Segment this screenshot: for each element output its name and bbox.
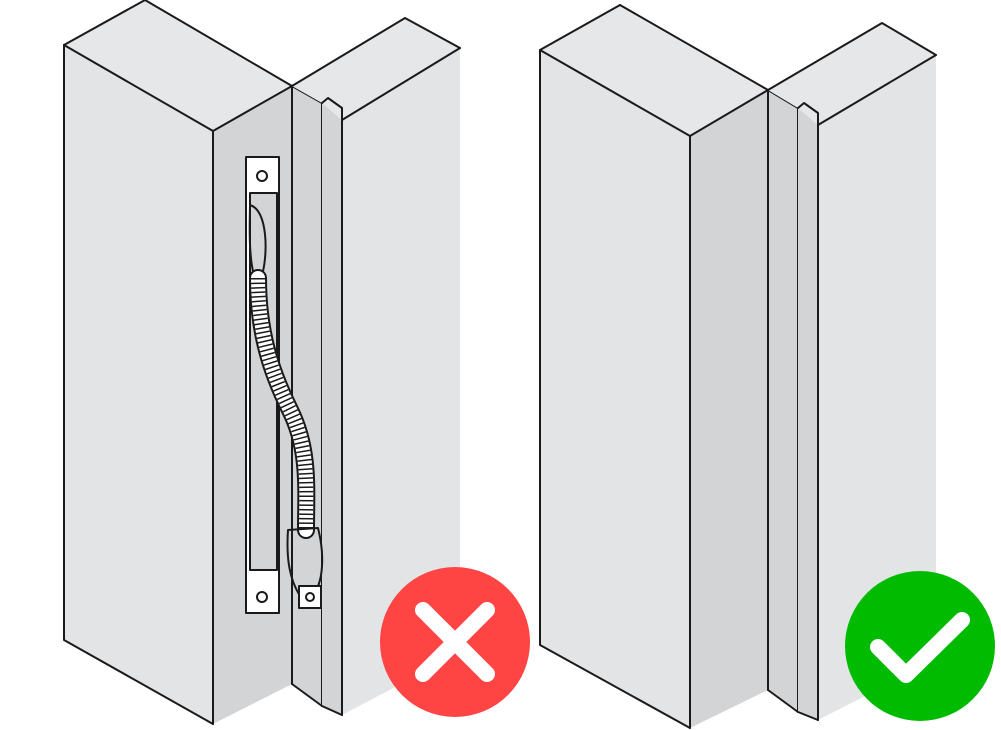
incorrect-panel	[63, 0, 530, 725]
door-frame	[291, 17, 461, 716]
screw-top	[256, 170, 268, 182]
door-front-face	[64, 45, 213, 724]
correct-panel	[539, 4, 995, 729]
correct-indicator	[845, 571, 995, 721]
incorrect-indicator	[380, 567, 530, 717]
screw-bottom	[256, 591, 268, 603]
cross-icon	[415, 602, 495, 682]
checkmark-icon	[870, 612, 970, 683]
door-top-face	[64, 0, 292, 131]
door-gap	[767, 89, 799, 713]
door-frame	[767, 22, 937, 721]
door-leaf	[539, 4, 769, 729]
door-gap	[291, 85, 323, 707]
exposed-cable	[248, 204, 324, 609]
correct-badge	[845, 571, 995, 721]
